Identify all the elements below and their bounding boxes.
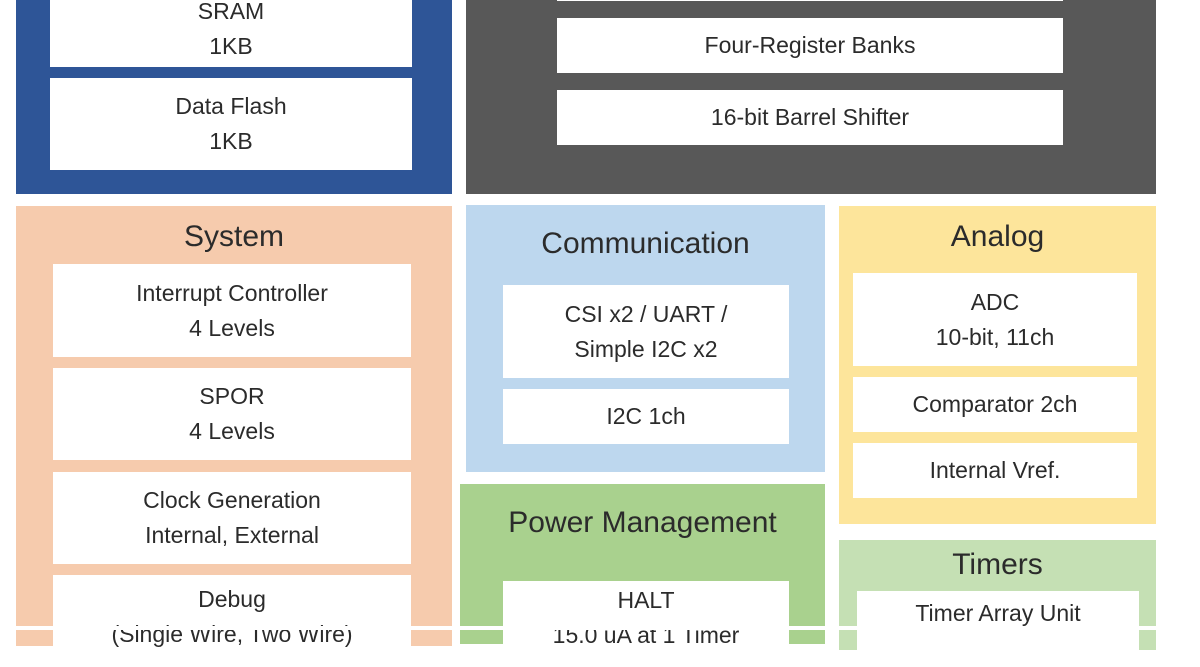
timers-title: Timers — [952, 548, 1043, 581]
analog-title: Analog — [950, 220, 1045, 253]
halt-label: HALT — [617, 587, 675, 613]
vref-box: Internal Vref. — [853, 443, 1137, 498]
clock-generation-source: Internal, External — [145, 522, 319, 548]
barrel-shifter-box: 16-bit Barrel Shifter — [557, 90, 1063, 145]
timer-array-unit-label: Timer Array Unit — [915, 600, 1081, 626]
cpu-panel: Four-Register Banks 16-bit Barrel Shifte… — [466, 0, 1156, 194]
spor-box: SPOR 4 Levels — [53, 368, 411, 460]
i2c-label: I2C 1ch — [606, 403, 686, 429]
memory-panel: SRAM 1KB Data Flash 1KB — [16, 0, 452, 194]
system-title: System — [183, 220, 285, 253]
adc-label: ADC — [970, 288, 1020, 315]
vref-label: Internal Vref. — [929, 457, 1061, 483]
adc-spec: 10-bit, 11ch — [935, 323, 1055, 350]
barrel-shifter-label: 16-bit Barrel Shifter — [710, 104, 910, 130]
clock-generation-label: Clock Generation — [143, 487, 321, 513]
comparator-box: Comparator 2ch — [853, 377, 1137, 432]
power-management-panel: Power Management HALT 15.0 uA at 1 Timer — [460, 484, 825, 661]
timers-panel: Timers Timer Array Unit — [839, 540, 1156, 651]
interrupt-controller-box: Interrupt Controller 4 Levels — [53, 264, 411, 357]
interrupt-controller-label: Interrupt Controller — [136, 279, 328, 306]
sram-size: 1KB — [209, 32, 253, 59]
timer-array-unit-box: Timer Array Unit — [857, 591, 1139, 651]
analog-panel: Analog ADC 10-bit, 11ch Comparator 2ch I… — [839, 206, 1156, 524]
data-flash-size: 1KB — [209, 128, 253, 154]
spor-label: SPOR — [199, 383, 265, 409]
spor-levels: 4 Levels — [189, 418, 275, 444]
halt-box: HALT 15.0 uA at 1 Timer — [503, 581, 789, 661]
sram-label: SRAM — [197, 0, 265, 24]
power-management-title: Power Management — [508, 506, 777, 539]
cpu-top-box — [557, 0, 1063, 1]
clock-generation-box: Clock Generation Internal, External — [53, 472, 411, 564]
debug-label: Debug — [198, 586, 266, 612]
sram-box: SRAM 1KB — [50, 0, 412, 67]
communication-title: Communication — [541, 227, 750, 260]
adc-box: ADC 10-bit, 11ch — [853, 273, 1137, 366]
communication-panel: Communication CSI x2 / UART / Simple I2C… — [466, 205, 825, 472]
interrupt-controller-levels: 4 Levels — [189, 314, 275, 341]
system-panel: System Interrupt Controller 4 Levels SPO… — [16, 206, 452, 667]
csi-uart-box: CSI x2 / UART / Simple I2C x2 — [503, 285, 789, 378]
data-flash-box: Data Flash 1KB — [50, 78, 412, 170]
data-flash-label: Data Flash — [175, 93, 287, 119]
register-banks-label: Four-Register Banks — [704, 32, 916, 58]
csi-uart-label: CSI x2 / UART / — [564, 300, 728, 327]
debug-detail: (Single Wire, Two Wire) — [111, 621, 353, 647]
debug-box: Debug (Single Wire, Two Wire) — [53, 575, 411, 667]
simple-i2c-label: Simple I2C x2 — [574, 335, 718, 362]
bottom-edge — [0, 626, 1200, 630]
comparator-label: Comparator 2ch — [912, 391, 1078, 417]
halt-detail: 15.0 uA at 1 Timer — [552, 622, 740, 648]
i2c-box: I2C 1ch — [503, 389, 789, 444]
register-banks-box: Four-Register Banks — [557, 18, 1063, 73]
